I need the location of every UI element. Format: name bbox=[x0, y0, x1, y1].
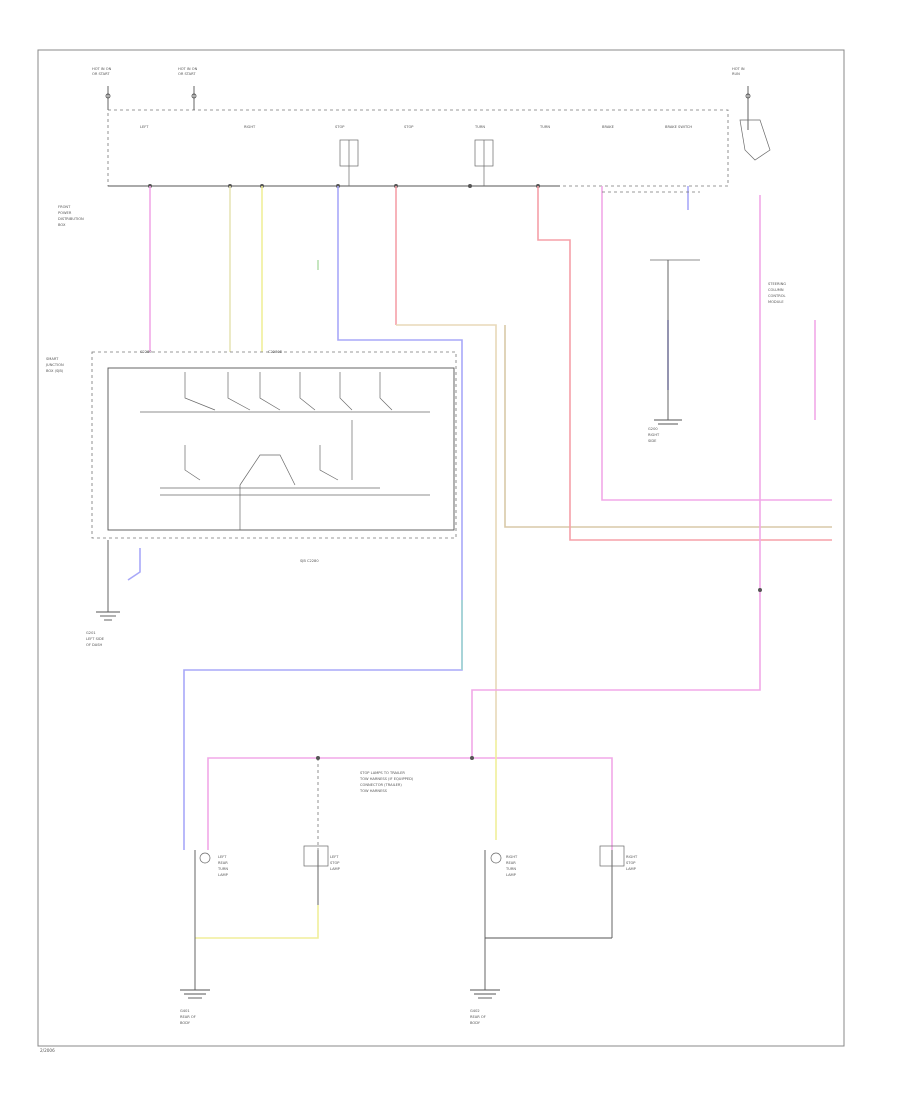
svg-text:HOT IN ON: HOT IN ON bbox=[178, 67, 198, 71]
wire-tan-right bbox=[504, 325, 832, 528]
lower-note: STOP LAMPS TO TRAILER TOW HARNESS (IF EQ… bbox=[316, 756, 474, 793]
power-distribution-section: HOT IN ON OR START HOT IN ON OR START HO… bbox=[92, 67, 771, 188]
svg-text:BOX (SJB): BOX (SJB) bbox=[46, 369, 64, 373]
wire-tan-long bbox=[396, 324, 497, 740]
left-stop-lamp: LEFT STOP LAMP bbox=[303, 845, 341, 905]
svg-text:REAR OF: REAR OF bbox=[180, 1015, 196, 1019]
power-distribution-box bbox=[107, 109, 729, 187]
svg-text:RIGHT: RIGHT bbox=[648, 433, 660, 437]
fuse-feed-2: HOT IN ON OR START bbox=[178, 67, 198, 110]
svg-text:OF DASH: OF DASH bbox=[86, 643, 102, 647]
right-module: G200 RIGHT SIDE STEERING COLUMN CONTROL … bbox=[602, 191, 786, 592]
svg-text:HOT IN: HOT IN bbox=[732, 67, 745, 71]
svg-text:G201: G201 bbox=[86, 631, 96, 635]
fuse-feed-1: HOT IN ON OR START bbox=[92, 67, 112, 110]
wire-magenta-far-right bbox=[471, 195, 761, 758]
svg-text:LEFT: LEFT bbox=[330, 855, 339, 859]
fuse-feed-3: HOT IN RUN bbox=[732, 67, 751, 130]
sjb-ground-section: G201 LEFT SIDE OF DASH bbox=[86, 540, 141, 647]
ground-g402: G402 REAR OF BODY bbox=[470, 960, 500, 1025]
svg-text:C2280: C2280 bbox=[140, 350, 152, 354]
svg-text:TURN: TURN bbox=[217, 867, 228, 871]
svg-text:LEFT SIDE: LEFT SIDE bbox=[86, 637, 105, 641]
svg-text:HOT IN ON: HOT IN ON bbox=[92, 67, 112, 71]
svg-text:FRONT: FRONT bbox=[58, 205, 71, 209]
svg-text:DISTRIBUTION: DISTRIBUTION bbox=[58, 217, 84, 221]
svg-text:G401: G401 bbox=[180, 1009, 190, 1013]
svg-text:CONNECTOR (TRAILER): CONNECTOR (TRAILER) bbox=[360, 783, 402, 787]
svg-text:LAMP: LAMP bbox=[218, 873, 229, 877]
svg-text:REAR: REAR bbox=[506, 861, 516, 865]
svg-text:STEERING: STEERING bbox=[768, 282, 786, 286]
svg-text:SIDE: SIDE bbox=[648, 439, 657, 443]
svg-text:OR START: OR START bbox=[92, 72, 110, 76]
svg-text:TURN: TURN bbox=[505, 867, 516, 871]
svg-text:TURN: TURN bbox=[474, 125, 485, 129]
svg-text:RIGHT: RIGHT bbox=[506, 855, 518, 859]
svg-text:LAMP: LAMP bbox=[626, 867, 637, 871]
right-rear-turn-lamp: RIGHT REAR TURN LAMP bbox=[484, 850, 518, 960]
sjb-outer bbox=[91, 351, 457, 539]
relay-1 bbox=[339, 139, 359, 186]
svg-text:REAR: REAR bbox=[218, 861, 228, 865]
svg-text:TOW HARNESS (IF EQUIPPED): TOW HARNESS (IF EQUIPPED) bbox=[359, 777, 414, 781]
svg-text:SMART: SMART bbox=[46, 357, 59, 361]
right-stop-lamp: RIGHT STOP LAMP bbox=[485, 845, 638, 939]
svg-text:TURN: TURN bbox=[539, 125, 550, 129]
svg-text:STOP: STOP bbox=[626, 861, 636, 865]
svg-text:LEFT: LEFT bbox=[218, 855, 227, 859]
svg-text:RUN: RUN bbox=[732, 72, 740, 76]
svg-text:CONTROL: CONTROL bbox=[768, 294, 786, 298]
wire-blue-main bbox=[183, 186, 463, 850]
svg-text:BODY: BODY bbox=[180, 1021, 191, 1025]
svg-text:LAMP: LAMP bbox=[330, 867, 341, 871]
wire-yellow-ground bbox=[195, 905, 319, 939]
svg-text:BODY: BODY bbox=[470, 1021, 481, 1025]
svg-text:SJB C2280: SJB C2280 bbox=[300, 559, 319, 563]
svg-text:COLUMN: COLUMN bbox=[768, 288, 784, 292]
svg-text:STOP: STOP bbox=[404, 125, 414, 129]
wire-magenta-right bbox=[601, 186, 832, 501]
svg-text:OR START: OR START bbox=[178, 72, 196, 76]
svg-text:LEFT: LEFT bbox=[140, 125, 149, 129]
wire-magenta-lower-bus bbox=[207, 757, 613, 850]
ground-g401: G401 REAR OF BODY bbox=[180, 960, 210, 1025]
smart-junction-box: SMART JUNCTION BOX (SJB) C2280 C2280B SJ… bbox=[45, 350, 457, 563]
svg-text:RIGHT: RIGHT bbox=[626, 855, 638, 859]
svg-text:BRAKE: BRAKE bbox=[602, 125, 615, 129]
svg-text:BOX: BOX bbox=[58, 223, 66, 227]
left-rear-turn-lamp: LEFT REAR TURN LAMP bbox=[194, 850, 229, 960]
wires bbox=[149, 186, 832, 939]
relay-3 bbox=[739, 119, 771, 161]
svg-text:STOP: STOP bbox=[330, 861, 340, 865]
wire-red-right bbox=[537, 186, 832, 541]
svg-text:JUNCTION: JUNCTION bbox=[45, 363, 64, 367]
relay-2 bbox=[474, 139, 494, 186]
svg-text:BRAKE SWITCH: BRAKE SWITCH bbox=[665, 125, 692, 129]
svg-text:STOP: STOP bbox=[335, 125, 345, 129]
svg-text:REAR OF: REAR OF bbox=[470, 1015, 486, 1019]
corner-code: 2/2006 bbox=[40, 1048, 55, 1053]
svg-text:G402: G402 bbox=[470, 1009, 480, 1013]
svg-text:RIGHT: RIGHT bbox=[244, 125, 256, 129]
svg-text:POWER: POWER bbox=[58, 211, 72, 215]
sjb-inner bbox=[107, 367, 455, 531]
diagram-border bbox=[37, 49, 845, 1047]
front-junction-label: FRONT POWER DISTRIBUTION BOX bbox=[58, 205, 84, 227]
svg-text:LAMP: LAMP bbox=[506, 873, 517, 877]
svg-text:G200: G200 bbox=[648, 427, 658, 431]
svg-text:MODULE: MODULE bbox=[768, 300, 784, 304]
svg-text:STOP LAMPS TO TRAILER: STOP LAMPS TO TRAILER bbox=[360, 771, 405, 775]
svg-text:C2280B: C2280B bbox=[268, 350, 283, 354]
svg-text:TOW HARNESS: TOW HARNESS bbox=[359, 789, 388, 793]
